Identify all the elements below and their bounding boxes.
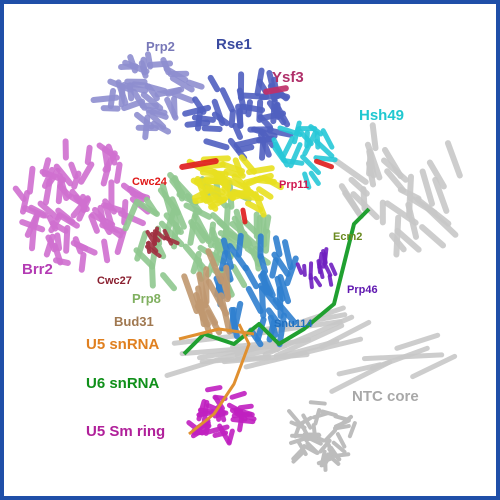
rse1-helices <box>182 67 294 162</box>
label-snu114: Snu114 <box>274 318 313 330</box>
prp46-helices <box>295 247 338 290</box>
label-bud31: Bud31 <box>114 314 154 329</box>
label-rse1: Rse1 <box>216 36 252 53</box>
u5-snrna-strand-2 <box>178 327 255 341</box>
label-ntc-core: NTC core <box>352 388 419 405</box>
label-prp46: Prp46 <box>347 284 378 296</box>
spliceosome-structure-rendering <box>12 51 463 472</box>
label-ysf3: Ysf3 <box>272 69 304 86</box>
cwc27-helices <box>145 226 180 258</box>
label-hsh49: Hsh49 <box>359 107 405 124</box>
hsh49-helices <box>271 120 338 190</box>
u5-snrna-strand <box>188 323 251 436</box>
prp11-helix <box>313 158 335 170</box>
label-cwc27: Cwc27 <box>97 275 132 287</box>
ntc-ring <box>287 400 357 472</box>
brr2-helices <box>12 138 151 273</box>
label-brr2: Brr2 <box>22 261 53 278</box>
cwc24-helix <box>179 158 219 170</box>
u6-snrna-strand <box>182 207 371 356</box>
label-prp11: Prp11 <box>279 179 309 191</box>
label-u6-snrna: U6 snRNA <box>86 375 160 392</box>
ysf3-helix <box>263 85 289 95</box>
u5-sm-ring-helices <box>186 385 257 446</box>
label-prp8: Prp8 <box>132 291 161 306</box>
label-u5-snrna: U5 snRNA <box>86 336 160 353</box>
prp2-helices <box>90 51 205 141</box>
red-accent-helix <box>240 207 248 225</box>
ntc-core-helices <box>332 122 463 258</box>
label-prp2: Prp2 <box>146 39 175 54</box>
label-u5-sm-ring: U5 Sm ring <box>86 423 166 440</box>
label-cwc24: Cwc24 <box>132 176 167 188</box>
label-ecm2: Ecm2 <box>333 231 363 243</box>
